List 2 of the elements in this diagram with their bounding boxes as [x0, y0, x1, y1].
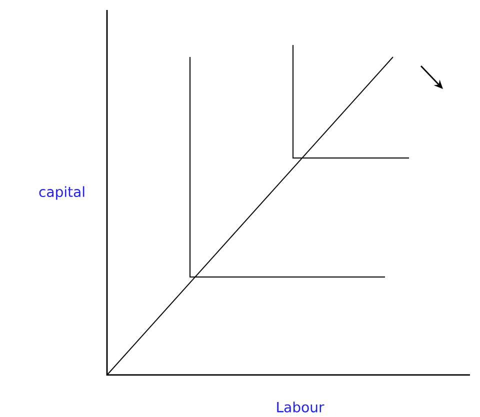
axis-label: Labour	[277, 402, 324, 412]
axis-label: capital	[39, 186, 84, 200]
